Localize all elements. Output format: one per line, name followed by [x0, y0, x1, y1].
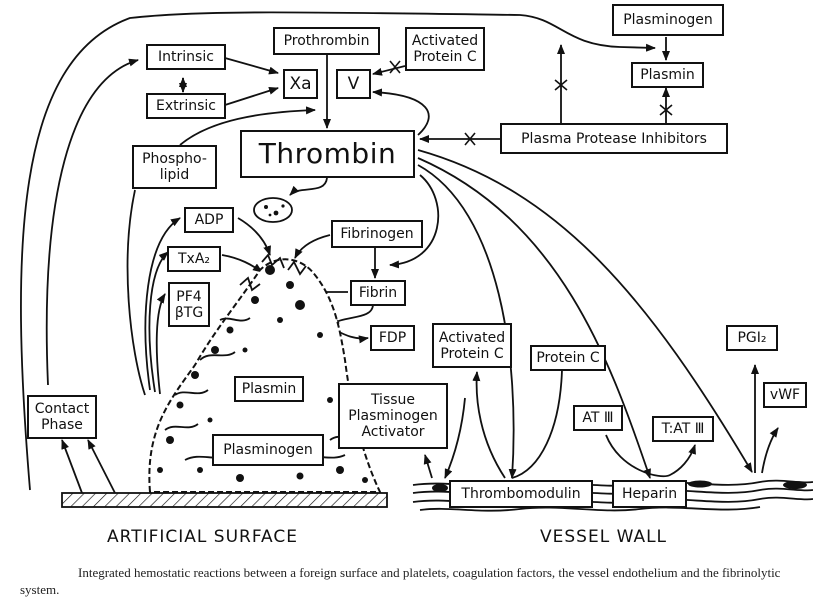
arrow-thrombin-to-thrombomodulin: [417, 164, 517, 479]
arrow-proteinc-to-thrombomodulin: [511, 369, 563, 479]
arrow-thrombomodulin-to-apc: [472, 371, 506, 479]
inhibition-marker-ppi-thrombin: [464, 132, 476, 146]
inhibition-marker-ppi-up: [554, 79, 568, 91]
inhibition-marker-apc-v: [389, 60, 401, 74]
arrow-to-txa2: [148, 251, 169, 393]
pgi2-box: PGI₂: [726, 325, 778, 351]
arrow-apc-to-v: [372, 65, 406, 76]
diagram-lines: [20, 11, 813, 512]
artificial-surface-bar: [61, 492, 388, 508]
fdp-box: FDP: [370, 325, 415, 351]
arrow-thrombin-to-platelet: [289, 177, 328, 196]
plasmin-top-box: Plasmin: [631, 62, 704, 88]
activated-protein-c-wall-box: Activated Protein C: [432, 323, 512, 368]
arrow-extrinsic-to-xa: [224, 86, 279, 106]
contact-phase-box: Contact Phase: [27, 395, 97, 439]
arrow-wall-to-vwf: [761, 427, 779, 474]
intrinsic-box: Intrinsic: [146, 44, 226, 70]
factor-xa-box: Xa: [283, 69, 318, 99]
arrow-surface-to-contact-2: [87, 439, 116, 494]
activated-protein-c-top-box: Activated Protein C: [405, 27, 485, 71]
vessel-wall-label: VESSEL WALL: [540, 527, 668, 547]
arrow-intrinsic-to-xa: [224, 57, 279, 75]
fibrinogen-box: Fibrinogen: [331, 220, 423, 248]
arrow-thrombin-to-endothelium: [417, 149, 753, 473]
arrow-fibrinogen-to-platelets: [294, 234, 331, 259]
plasma-protease-inhibitors-box: Plasma Protease Inhibitors: [500, 123, 728, 154]
artificial-surface-label: ARTIFICIAL SURFACE: [107, 527, 298, 547]
figure-caption: Integrated hemostatic reactions between …: [20, 565, 781, 597]
t-at-iii-box: T:AT Ⅲ: [652, 416, 714, 442]
arrow-thrombin-to-fibrinogen-conversion: [389, 174, 440, 269]
adp-box: ADP: [184, 207, 234, 233]
arrow-txa2-to-platelets: [221, 254, 263, 273]
arrow-to-adp: [144, 217, 181, 391]
extrinsic-box: Extrinsic: [146, 93, 226, 119]
fibrin-box: Fibrin: [350, 280, 406, 306]
plasmin-clot-box: Plasmin: [234, 376, 304, 402]
clot-mass-icon: [148, 253, 382, 493]
thrombomodulin-box: Thrombomodulin: [449, 480, 593, 508]
heparin-box: Heparin: [612, 480, 687, 508]
arrow-surface-to-contact-1: [61, 439, 83, 494]
arrow-thrombin-to-v: [372, 88, 430, 136]
plasminogen-clot-box: Plasminogen: [212, 434, 324, 466]
platelet-icon: [253, 197, 293, 223]
factor-v-box: V: [336, 69, 371, 99]
arrow-phospholipid-to-complex: [179, 106, 316, 146]
tissue-plasminogen-activator-box: Tissue Plasminogen Activator: [338, 383, 448, 449]
arrow-contact-to-plasmin: [20, 11, 656, 491]
inhibition-marker-ppi-plasmin: [659, 104, 673, 116]
phospholipid-box: Phospho- lipid: [132, 145, 217, 189]
arrow-phospholipid-line: [126, 189, 146, 396]
hemostasis-diagram: Intrinsic Extrinsic Prothrombin Xa V Act…: [20, 4, 813, 547]
protein-c-box: Protein C: [530, 345, 606, 371]
vwf-box: vWF: [763, 382, 807, 408]
prothrombin-box: Prothrombin: [273, 27, 380, 55]
arrow-atiii-to-tatiii: [605, 434, 696, 478]
txa2-box: TxA₂: [167, 246, 221, 272]
plasminogen-top-box: Plasminogen: [612, 4, 724, 36]
arrow-to-pf4: [155, 293, 166, 395]
at-iii-box: AT Ⅲ: [573, 405, 623, 431]
arrow-adp-to-platelets: [237, 217, 271, 256]
factor-xa-label: Xa: [289, 74, 312, 94]
arrow-apc-wall-down: [444, 397, 466, 479]
pf4-btg-box: PF4 βTG: [168, 282, 210, 327]
thrombin-box: Thrombin: [240, 130, 415, 178]
arrow-contact-to-intrinsic: [45, 58, 139, 386]
arrow-wall-to-tpa: [423, 454, 433, 479]
arrow-thrombin-to-heparin: [417, 157, 651, 479]
